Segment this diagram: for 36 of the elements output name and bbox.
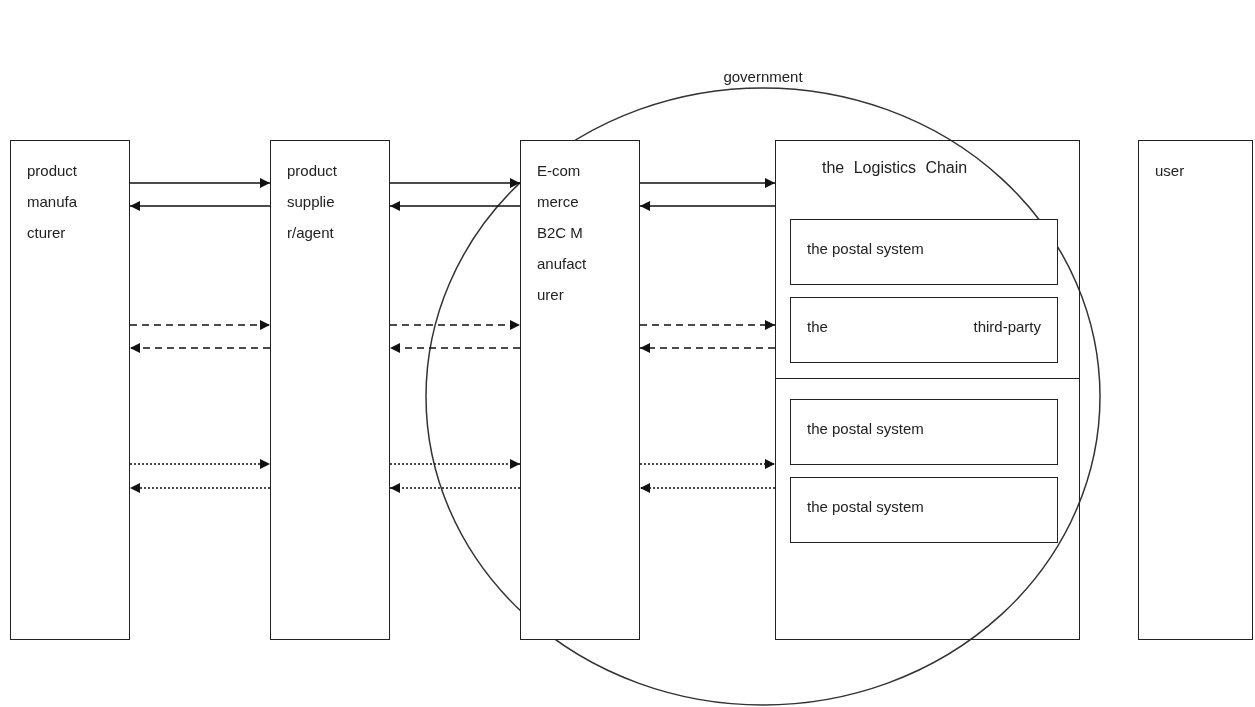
box-label: product manufacturer (27, 161, 79, 243)
arrow (389, 483, 521, 493)
arrow (129, 459, 271, 469)
column-box (1138, 140, 1253, 640)
box-label: user (1155, 161, 1186, 181)
arrow (389, 459, 521, 469)
arrow (129, 201, 271, 211)
arrow (129, 178, 271, 188)
box-label: the third-party (807, 318, 1041, 335)
sub-box (790, 477, 1058, 543)
arrow (639, 320, 776, 330)
box-label: the postal system (807, 240, 925, 257)
arrow (639, 459, 776, 469)
arrow (639, 483, 776, 493)
box-label: the postal system (807, 498, 925, 515)
arrow (389, 320, 521, 330)
arrow (639, 343, 776, 353)
sub-box (790, 399, 1058, 465)
arrow (639, 201, 776, 211)
arrow (389, 201, 521, 211)
column-box (10, 140, 130, 640)
column-box (520, 140, 640, 640)
sub-box (790, 297, 1058, 363)
arrow (639, 178, 776, 188)
sub-box (790, 219, 1058, 285)
arrow (389, 343, 521, 353)
arrow (129, 320, 271, 330)
arrow (129, 343, 271, 353)
arrow (389, 178, 521, 188)
container-heading: the Logistics Chain (822, 159, 968, 177)
box-label: product supplier/agent (287, 161, 339, 243)
box-label: the postal system (807, 420, 925, 437)
box-label: E-commerce B2C Manufacturer (537, 161, 588, 305)
group-label: government (722, 68, 804, 85)
column-box (270, 140, 390, 640)
arrow (129, 483, 271, 493)
